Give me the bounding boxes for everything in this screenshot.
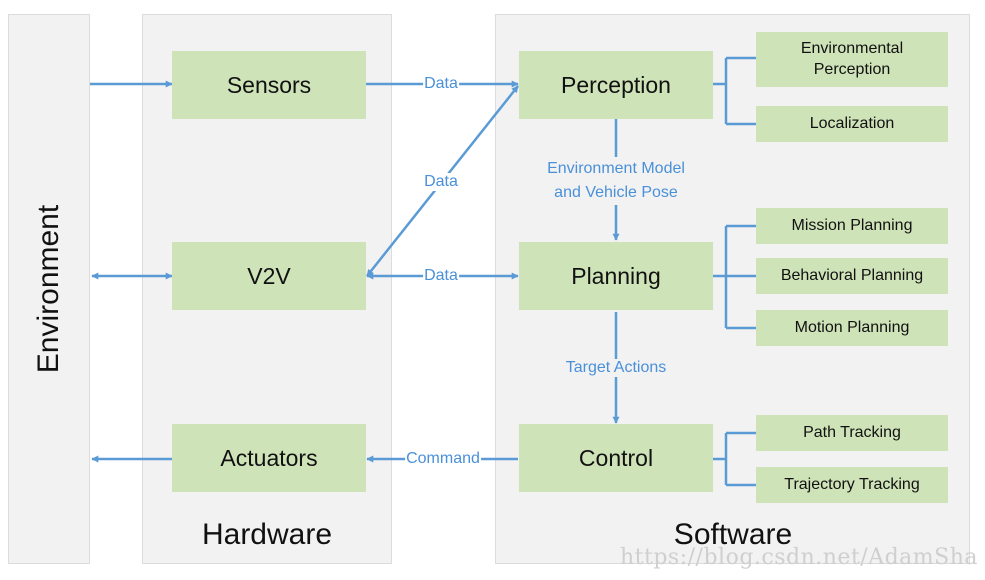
motion-planning-box: Motion Planning <box>756 310 948 346</box>
control-box: Control <box>519 424 713 492</box>
v2v-box: V2V <box>172 242 366 310</box>
planning-control-label: Target Actions <box>564 359 668 377</box>
control-bracket <box>713 431 756 487</box>
v2v-perception-label: Data <box>423 173 459 191</box>
behavioral-planning-box: Behavioral Planning <box>756 258 948 294</box>
actuators-box: Actuators <box>172 424 366 492</box>
watermark: https://blog.csdn.net/AdamSha <box>620 545 979 570</box>
mission-planning-box: Mission Planning <box>756 208 948 244</box>
planning-box: Planning <box>519 242 713 310</box>
perception-bracket <box>713 56 756 126</box>
trajectory-tracking-box: Trajectory Tracking <box>756 467 948 503</box>
perception-box: Perception <box>519 51 713 119</box>
path-tracking-box: Path Tracking <box>756 415 948 451</box>
environmental-perception-box: Environmental Perception <box>756 32 948 87</box>
perception-planning-label: Environment Model and Vehicle Pose <box>546 157 686 205</box>
localization-box: Localization <box>756 106 948 142</box>
control-actuators-label: Command <box>405 450 481 468</box>
planning-bracket <box>713 224 756 330</box>
software-title: Software <box>673 518 793 551</box>
sensors-perception-label: Data <box>423 75 459 93</box>
environment-panel <box>8 14 90 564</box>
hardware-title: Hardware <box>201 518 333 551</box>
sensors-box: Sensors <box>172 51 366 119</box>
v2v-planning-label: Data <box>423 267 459 285</box>
